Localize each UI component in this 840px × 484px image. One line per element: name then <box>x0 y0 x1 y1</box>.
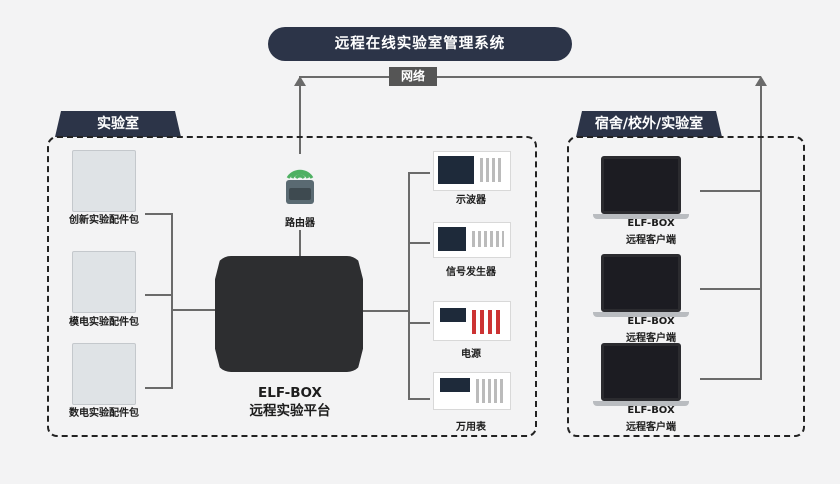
platform-subtitle: 远程实验平台 <box>249 403 331 419</box>
router-to-box-line <box>299 230 301 256</box>
network-label: 网络 <box>389 67 437 86</box>
laptop-image <box>593 254 689 317</box>
client-line <box>700 288 760 290</box>
network-line-left <box>299 76 389 78</box>
client-subtitle: 远程客户端 <box>626 422 676 433</box>
router-label: 路由器 <box>285 218 315 229</box>
elf-box-device <box>215 256 363 372</box>
digital-kit-image <box>72 343 136 405</box>
client-line <box>700 190 760 192</box>
lab-tab: 实验室 <box>55 111 181 137</box>
power-supply-image <box>433 301 511 341</box>
oscilloscope-image <box>433 151 511 191</box>
instrument-line <box>408 242 430 244</box>
instrument-label: 万用表 <box>456 422 486 433</box>
laptop-image <box>593 156 689 219</box>
client-line <box>700 378 760 380</box>
arrow-up-icon <box>755 76 767 86</box>
multimeter-image <box>433 372 511 410</box>
lab-region <box>47 136 537 437</box>
system-title: 远程在线实验室管理系统 <box>268 27 572 61</box>
instrument-label: 信号发生器 <box>446 267 496 278</box>
remote-tab: 宿舍/校外/实验室 <box>576 111 722 137</box>
client-subtitle: 远程客户端 <box>626 235 676 246</box>
kit-to-box-line <box>171 309 215 311</box>
kit-line <box>145 294 172 296</box>
kit-label: 模电实验配件包 <box>69 317 139 328</box>
instrument-label: 示波器 <box>456 195 486 206</box>
kit-label: 创新实验配件包 <box>69 215 139 226</box>
instrument-line <box>408 398 430 400</box>
remote-region <box>567 136 805 437</box>
kit-label: 数电实验配件包 <box>69 408 139 419</box>
network-line-right <box>437 76 761 78</box>
instrument-bus <box>408 172 410 400</box>
client-name: ELF-BOX <box>627 218 675 229</box>
instrument-line <box>408 322 430 324</box>
client-name: ELF-BOX <box>627 316 675 327</box>
arrow-up-icon <box>294 76 306 86</box>
instrument-label: 电源 <box>461 349 481 360</box>
analog-kit-image <box>72 251 136 313</box>
client-subtitle: 远程客户端 <box>626 333 676 344</box>
instrument-line <box>408 172 430 174</box>
platform-name: ELF-BOX <box>258 385 322 401</box>
box-to-instruments-line <box>363 310 409 312</box>
kit-bus <box>171 213 173 389</box>
laptop-image <box>593 343 689 406</box>
kit-line <box>145 387 172 389</box>
router-uplink <box>299 84 301 154</box>
client-trunk <box>760 84 762 380</box>
innovation-kit-image <box>72 150 136 212</box>
router-icon <box>282 154 318 208</box>
signal-generator-image <box>433 222 511 258</box>
client-name: ELF-BOX <box>627 405 675 416</box>
kit-line <box>145 213 172 215</box>
